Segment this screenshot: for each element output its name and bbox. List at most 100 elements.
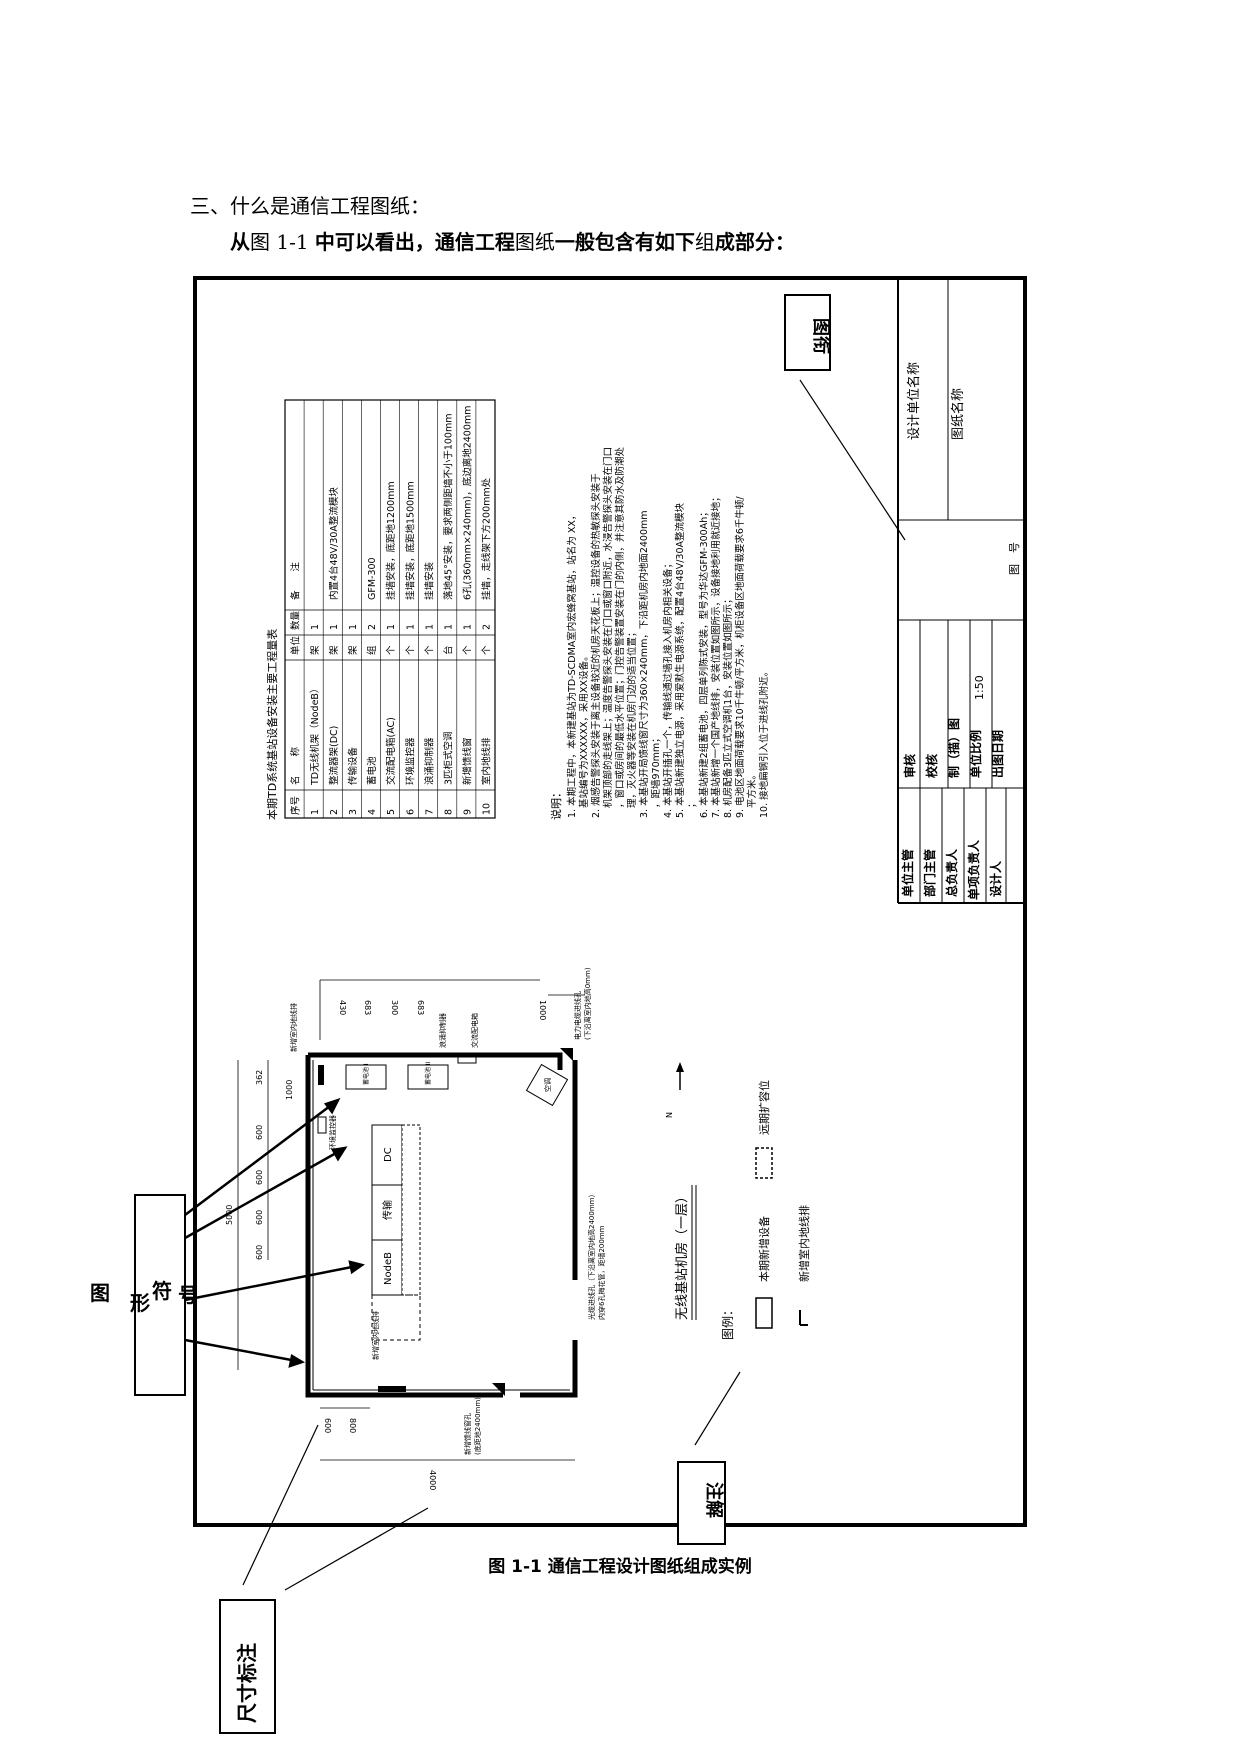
tb-mid-1: 校核	[924, 754, 939, 778]
dim-top-1: 683	[363, 1000, 372, 1015]
north-label: N	[665, 1112, 674, 1118]
table-cell: 1	[348, 624, 359, 630]
floor-plan: 蓄电池 I 蓄电池 II DC 传输 NodeB 空调 环境监控器 浪涌抑制器 …	[225, 967, 811, 1490]
note-line: 4. 本基站开插孔一个，传输线通过墙孔接入机房内相关设备；	[662, 559, 674, 818]
battery-1	[345, 1064, 387, 1090]
tb-scale: 1:50	[973, 675, 986, 700]
env-monitor	[317, 1116, 327, 1134]
battery-2	[407, 1064, 449, 1090]
power-hole-label: 电力电缆进线孔	[573, 991, 582, 1040]
note-line: 1. 本期工程中，本新建基站为TD-SCDMA室内宏蜂窝基站，站名为 XX，	[566, 511, 578, 818]
table-cell: 内置4台48V/30A整流模块	[328, 487, 340, 600]
drawing-no-label: 图 号	[1008, 542, 1021, 575]
table-cell: 4	[367, 809, 378, 815]
note-line: 8. 机房配备3匹立式空调机1台，安装位置如图所示；	[722, 594, 734, 818]
table-cell: 环境监控器	[404, 737, 416, 785]
table-cell: 个	[386, 645, 397, 655]
dim-left-4: 600	[255, 1210, 264, 1225]
dimension-callout-label: 尺寸标注	[235, 1643, 259, 1723]
table-cell: GFM-300	[367, 557, 378, 600]
tb-row-0: 单位主管	[900, 849, 915, 897]
title-block-callout-label: 图衔	[810, 318, 831, 354]
table-cell: 6	[405, 809, 416, 815]
drawing-name: 图纸名称	[950, 388, 966, 440]
note-line: ；	[687, 798, 698, 808]
optical-hole-label: 光缆进线孔（下沿离室内地高2400mm）	[587, 1191, 596, 1320]
table-cell: 1	[443, 624, 454, 630]
drawing-frame	[193, 276, 1027, 1527]
ground-bar-top-label: 新增室内地线排	[289, 1003, 298, 1052]
feeder-window-label: 新增馈线窗孔	[463, 1413, 472, 1455]
note-line: 机架顶部的走线架上；温度告警探头安装在门口或窗口附近，水浸告警探头安装在门口	[602, 447, 614, 808]
ac-box	[457, 1056, 477, 1064]
note-line: 平方米。	[746, 770, 758, 808]
table-cell: 浪涌抑制器	[423, 737, 435, 785]
table-cell: 1	[405, 624, 416, 630]
dim-bottom-1: 800	[348, 1418, 357, 1433]
table-cell: 架	[329, 645, 340, 655]
note-line: 理，灭火器等安装在机房门边的适当位置；	[626, 627, 638, 808]
table-cell: TD无线机架（NodeB）	[309, 684, 321, 786]
env-monitor-label: 环境监控器	[328, 1115, 337, 1150]
title-block: 设计单位名称 图纸名称 图 号 单位主管 部门主管 总负责人 单项负责人 设计人…	[897, 278, 1025, 904]
ac-box-label: 交流配电箱	[470, 1013, 479, 1048]
table-cell: 架	[310, 645, 321, 655]
table-cell: 1	[463, 624, 474, 630]
air-conditioner-label: 空调	[543, 1078, 552, 1092]
battery-2-label: 蓄电池 II	[424, 1061, 432, 1085]
table-cell: 5	[386, 809, 397, 815]
table-cell: 1	[386, 624, 397, 630]
wall	[308, 1052, 563, 1070]
figure-caption: 图 1-1 通信工程设计图纸组成实例	[488, 1557, 752, 1577]
rack-nodeb-label: NodeB	[383, 1252, 394, 1285]
dimension-lines	[237, 979, 585, 1461]
table-cell: 10	[482, 803, 493, 815]
table-cell: 传输设备	[347, 746, 359, 785]
ground-bar-bottom-label: 新增室内地线排	[371, 1311, 380, 1360]
table-cell: 2	[367, 624, 378, 630]
dim-left-3: 600	[255, 1170, 264, 1185]
table-header-cell: 名 称	[290, 746, 302, 785]
notes-callout	[677, 1461, 726, 1545]
callouts: 图衔 注解 尺寸标注 图 形 符 号	[90, 294, 906, 1734]
dim-left-5: 600	[255, 1245, 264, 1260]
symbol-callout-char-3: 号	[178, 1283, 198, 1307]
table-title: 本期TD系统基站设备安装主要工程量表	[265, 629, 279, 820]
table-cell: 落地45°安装，要求两侧距墙不小于100mm	[442, 414, 454, 600]
ground-bar-top	[318, 1065, 324, 1085]
note-line: 5. 本基站新建独立电源，采用爱默生电源系统，配置4台48V/30A整流模块	[674, 502, 686, 818]
dim-top-3: 683	[416, 1000, 425, 1015]
rack-dc-label: DC	[383, 1147, 394, 1162]
room-title: 无线基站机房（一层）	[674, 1190, 690, 1320]
rack-dc	[371, 1124, 403, 1186]
dim-left-1: 1000	[285, 1080, 294, 1100]
table-cell: 6孔(360mm×240mm)，底边离地2400mm	[462, 406, 474, 600]
table-cell: 个	[482, 645, 493, 655]
power-hole	[560, 1048, 573, 1061]
legend-new: 本期新增设备	[757, 1216, 771, 1282]
table-cell: 1	[310, 624, 321, 630]
table-cell: 9	[463, 809, 474, 815]
dimension-callout	[219, 1599, 276, 1734]
title-block-callout	[784, 294, 831, 371]
dim-top-2: 300	[390, 1000, 399, 1015]
note-line: 10. 接地扁钢引入位于进线孔附近。	[758, 667, 770, 818]
symbol-callout	[134, 1194, 186, 1396]
rack-transmission-label: 传输	[381, 1200, 394, 1220]
notes-title: 说明：	[549, 787, 563, 820]
legend-new-symbol	[755, 1297, 773, 1329]
notes-callout-label: 注解	[703, 1482, 725, 1518]
table-cell: 2	[329, 809, 340, 815]
table-cell: 挂墙，走线架下方200mm处	[481, 477, 493, 600]
intro-text: 从图 1-1 中可以看出，通信工程图纸一般包含有如下组成部分：	[230, 230, 795, 254]
table-cell: 个	[405, 645, 416, 655]
table-cell: 8	[443, 809, 454, 815]
feeder-window-note: (底距地2400mm)	[473, 1397, 482, 1455]
rack-transmission	[371, 1184, 403, 1241]
note-line: ，距墙970mm；	[650, 733, 662, 808]
tb-row-1: 部门主管	[922, 849, 937, 897]
symbol-callout-char-0: 图	[90, 1281, 110, 1305]
table-cell: 1	[310, 809, 321, 815]
